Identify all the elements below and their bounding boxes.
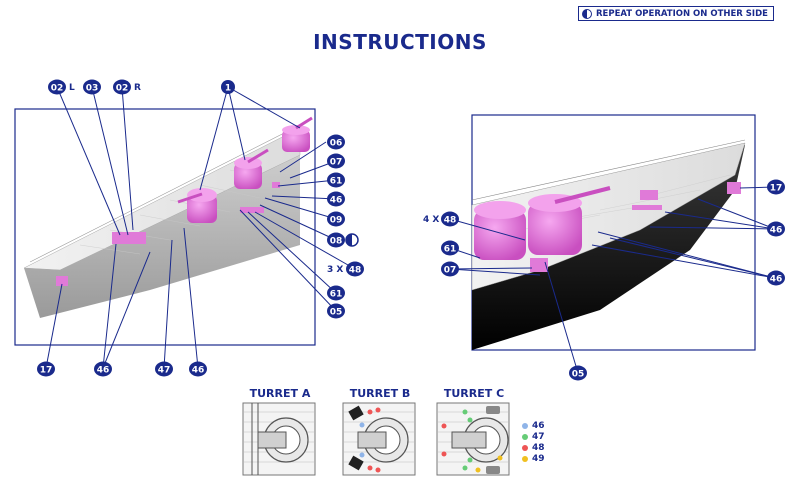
right-turret-a xyxy=(474,201,526,260)
callout-08: 08 xyxy=(327,232,359,248)
svg-text:46: 46 xyxy=(770,275,783,285)
half-circle-icon xyxy=(582,8,592,19)
left-bow-part xyxy=(112,232,146,244)
turret-b-label: TURRET B xyxy=(349,387,411,400)
svg-text:3 X: 3 X xyxy=(327,265,343,275)
svg-text:48: 48 xyxy=(349,266,362,276)
right-turret-b xyxy=(528,186,611,255)
svg-text:05: 05 xyxy=(330,308,343,318)
callout-07-right: 07 xyxy=(441,261,459,277)
callout-17-right: 17 xyxy=(767,179,785,195)
svg-text:07: 07 xyxy=(444,266,457,276)
color-dot-icon xyxy=(522,434,528,440)
left-turret-1 xyxy=(177,188,217,223)
callout-47: 47 xyxy=(155,361,173,377)
color-key-number: 46 xyxy=(532,421,545,431)
turret-c-panel xyxy=(436,402,510,476)
callout-03: 03 xyxy=(83,79,101,95)
left-deck xyxy=(23,127,301,271)
callout-02-right: 02 R xyxy=(113,79,141,95)
left-view: 02 L 03 02 R 1 06 07 61 46 09 08 3 X 48 xyxy=(14,79,364,377)
svg-text:4 X: 4 X xyxy=(423,215,439,225)
svg-text:46: 46 xyxy=(770,226,783,236)
svg-text:02: 02 xyxy=(51,84,64,94)
svg-text:17: 17 xyxy=(40,366,53,376)
svg-text:46: 46 xyxy=(330,196,343,206)
callout-46-bottom-b: 46 xyxy=(189,361,207,377)
legend-text: REPEAT OPERATION ON OTHER SIDE xyxy=(596,8,768,19)
callout-05-right: 05 xyxy=(569,365,587,381)
svg-text:R: R xyxy=(134,83,141,93)
svg-text:05: 05 xyxy=(572,370,585,380)
svg-text:1: 1 xyxy=(225,84,231,94)
color-key-number: 47 xyxy=(532,432,545,442)
color-dot-icon xyxy=(522,423,528,429)
callout-61-a: 61 xyxy=(327,172,345,188)
callout-46-right-b: 46 xyxy=(767,270,785,286)
svg-text:09: 09 xyxy=(330,216,343,226)
callout-48-left: 3 X 48 xyxy=(327,261,364,277)
svg-text:07: 07 xyxy=(330,158,343,168)
callout-06: 06 xyxy=(327,134,345,150)
svg-text:46: 46 xyxy=(192,366,205,376)
callout-02-left: 02 L xyxy=(48,79,75,95)
color-dot-icon xyxy=(522,456,528,462)
color-key-item: 47 xyxy=(522,432,545,442)
color-key-item: 49 xyxy=(522,454,545,464)
svg-text:17: 17 xyxy=(770,184,783,194)
callout-46-bottom-a: 46 xyxy=(94,361,112,377)
svg-text:46: 46 xyxy=(97,366,110,376)
svg-text:06: 06 xyxy=(330,139,343,149)
left-turret-3 xyxy=(282,116,313,152)
color-dot-icon xyxy=(522,445,528,451)
svg-text:61: 61 xyxy=(330,177,343,187)
svg-text:02: 02 xyxy=(116,84,129,94)
svg-text:47: 47 xyxy=(158,366,171,376)
callout-05-left: 05 xyxy=(327,303,345,319)
turret-c-label: TURRET C xyxy=(443,387,505,400)
svg-text:08: 08 xyxy=(330,237,343,247)
callout-46-right: 46 xyxy=(327,191,345,207)
turret-a-panel xyxy=(242,402,316,476)
svg-text:61: 61 xyxy=(330,290,343,300)
left-turret-2 xyxy=(234,148,269,189)
color-key-number: 48 xyxy=(532,443,545,453)
svg-text:L: L xyxy=(69,83,75,93)
callout-61-b: 61 xyxy=(327,285,345,301)
turret-a-label: TURRET A xyxy=(249,387,311,400)
callout-07: 07 xyxy=(327,153,345,169)
svg-text:48: 48 xyxy=(444,216,457,226)
color-key-item: 48 xyxy=(522,443,545,453)
right-view: 4 X 48 61 07 17 46 46 05 xyxy=(423,114,785,381)
svg-text:03: 03 xyxy=(86,84,99,94)
callout-46-right-a: 46 xyxy=(767,221,785,237)
left-part-17 xyxy=(56,276,68,286)
callout-1: 1 xyxy=(221,80,235,94)
svg-text:61: 61 xyxy=(444,245,457,255)
callout-48-right: 4 X 48 xyxy=(423,211,459,227)
page-title: INSTRUCTIONS xyxy=(313,30,487,54)
turret-b-panel xyxy=(342,402,416,476)
color-key-item: 46 xyxy=(522,421,545,431)
color-key-number: 49 xyxy=(532,454,545,464)
right-part-17 xyxy=(727,182,741,194)
callout-17-left: 17 xyxy=(37,361,55,377)
callout-61-right: 61 xyxy=(441,240,459,256)
callout-09: 09 xyxy=(327,211,345,227)
repeat-operation-legend: REPEAT OPERATION ON OTHER SIDE xyxy=(578,6,774,21)
